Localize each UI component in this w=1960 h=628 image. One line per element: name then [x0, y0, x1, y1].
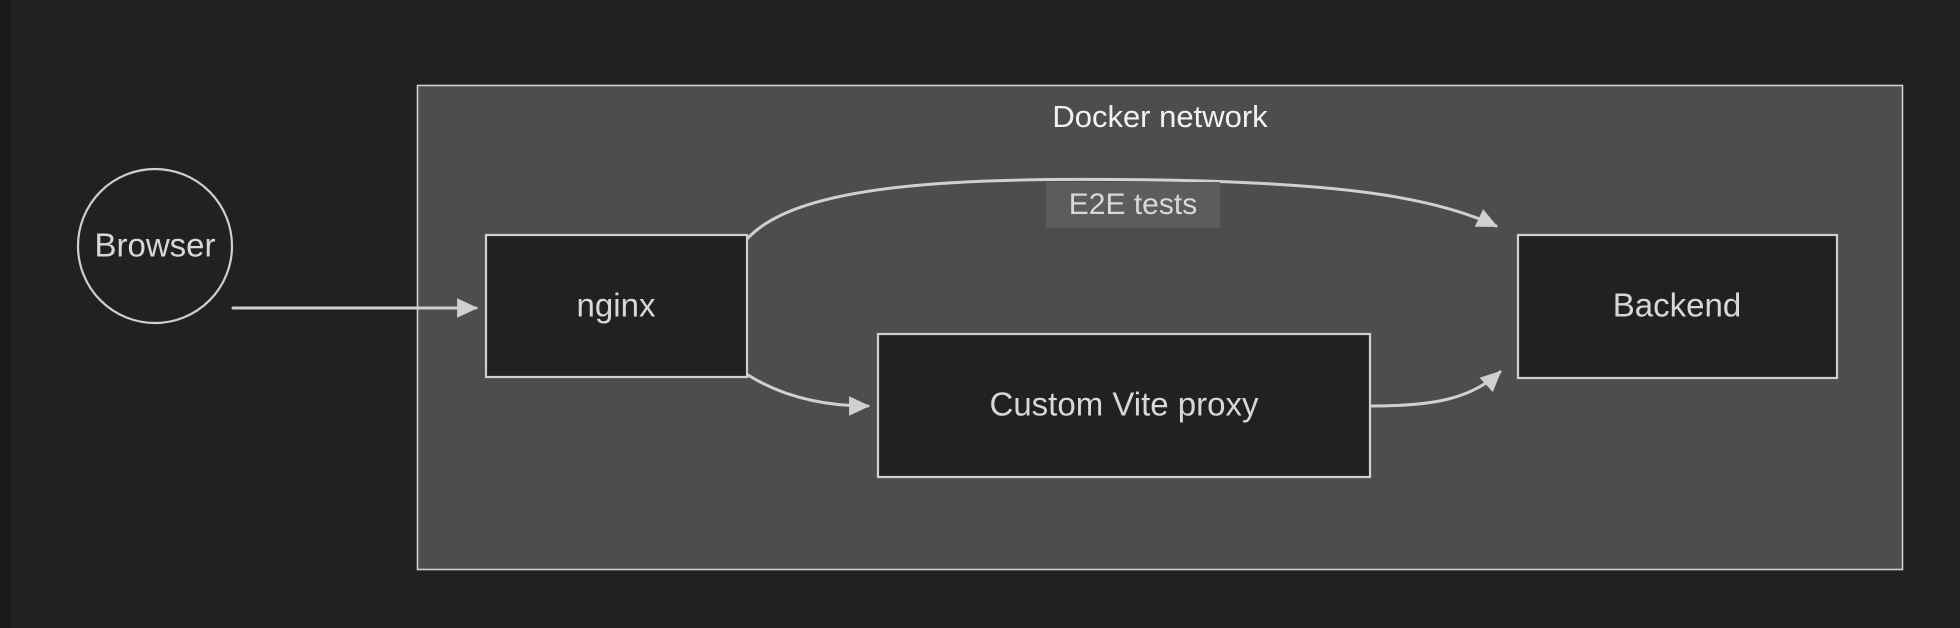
backend-label: Backend	[1613, 287, 1741, 324]
edge-label-e2e-tests: E2E tests	[1046, 182, 1220, 228]
edges-layer	[231, 177, 1502, 416]
vite-proxy-box[interactable]	[876, 332, 1372, 479]
backend-box[interactable]	[1516, 233, 1839, 380]
left-gutter-strip	[0, 0, 10, 628]
browser-label: Browser	[94, 227, 215, 264]
node-browser[interactable]: Browser	[76, 167, 234, 325]
nginx-box[interactable]	[484, 233, 749, 379]
docker-network-title: Docker network	[1052, 99, 1268, 134]
vite-proxy-label: Custom Vite proxy	[990, 386, 1259, 423]
node-vite-proxy[interactable]: Custom Vite proxy	[876, 332, 1372, 479]
edge-nginx-to-vite-proxy	[746, 373, 870, 416]
edge-vite-proxy-to-backend	[1369, 370, 1502, 408]
node-backend[interactable]: Backend	[1516, 233, 1839, 380]
edge-nginx-to-backend	[746, 177, 1498, 240]
browser-circle[interactable]	[76, 167, 234, 325]
nginx-label: nginx	[577, 287, 656, 324]
edge-label-text: E2E tests	[1069, 188, 1197, 221]
edge-label-background	[1046, 182, 1220, 228]
node-nginx[interactable]: nginx	[484, 233, 749, 379]
